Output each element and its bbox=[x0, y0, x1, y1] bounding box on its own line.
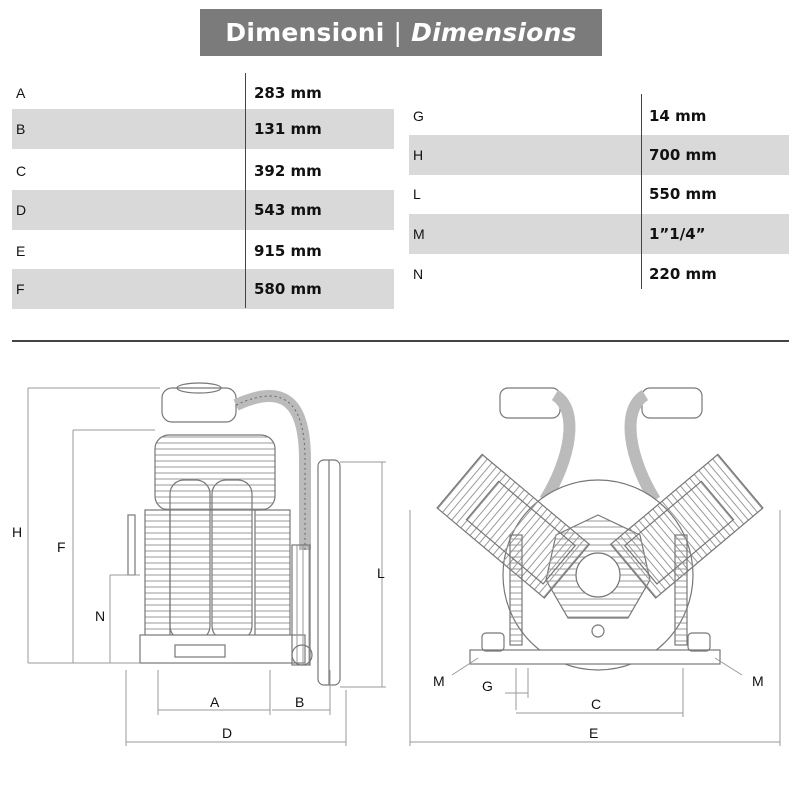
table-row: N 220 mm bbox=[409, 254, 789, 294]
dimension-key: F bbox=[16, 281, 25, 297]
page-title: Dimensioni | Dimensions bbox=[200, 9, 602, 56]
label-E: E bbox=[589, 725, 598, 741]
side-view-dimensions bbox=[27, 387, 386, 746]
label-M-left: M bbox=[433, 673, 445, 689]
title-separator: | bbox=[393, 18, 403, 47]
dimension-key: C bbox=[16, 163, 27, 179]
table-row: F 580 mm bbox=[12, 269, 394, 309]
dimension-value: 131 mm bbox=[254, 120, 322, 138]
table-row: A 283 mm bbox=[12, 73, 394, 113]
dimension-key: H bbox=[413, 147, 424, 163]
dimension-value: 1”1/4” bbox=[649, 225, 706, 243]
label-N: N bbox=[95, 608, 105, 624]
dimensions-table-left: A 283 mm B 131 mm C 392 mm D 543 mm E 91… bbox=[12, 73, 394, 309]
dimension-key: L bbox=[413, 186, 421, 202]
dimension-value: 14 mm bbox=[649, 107, 707, 125]
dimension-key: G bbox=[413, 108, 424, 124]
section-divider bbox=[12, 340, 789, 342]
label-G: G bbox=[482, 678, 493, 694]
table-row: G 14 mm bbox=[409, 96, 789, 136]
side-view bbox=[127, 382, 341, 686]
dimension-value: 915 mm bbox=[254, 242, 322, 260]
column-divider bbox=[245, 73, 246, 308]
dimension-value: 283 mm bbox=[254, 84, 322, 102]
label-D: D bbox=[222, 725, 232, 741]
table-row: D 543 mm bbox=[12, 190, 394, 230]
dimensions-table-right: G 14 mm H 700 mm L 550 mm M 1”1/4” N 220… bbox=[409, 94, 789, 289]
dimension-key: A bbox=[16, 85, 26, 101]
dimension-value: 220 mm bbox=[649, 265, 717, 283]
label-A: A bbox=[210, 694, 220, 710]
table-row: H 700 mm bbox=[409, 135, 789, 175]
table-row: C 392 mm bbox=[12, 151, 394, 191]
label-C: C bbox=[591, 696, 601, 712]
label-B: B bbox=[295, 694, 304, 710]
table-row: E 915 mm bbox=[12, 231, 394, 271]
title-italian: Dimensioni bbox=[225, 18, 385, 47]
dimension-key: N bbox=[413, 266, 424, 282]
dimension-key: D bbox=[16, 202, 27, 218]
label-H: H bbox=[12, 524, 22, 540]
label-L: L bbox=[377, 565, 385, 581]
table-row: B 131 mm bbox=[12, 109, 394, 149]
column-divider bbox=[641, 94, 642, 289]
label-M-right: M bbox=[752, 673, 764, 689]
table-row: L 550 mm bbox=[409, 174, 789, 214]
dimension-value: 543 mm bbox=[254, 201, 322, 219]
dimension-value: 580 mm bbox=[254, 280, 322, 298]
dimension-value: 700 mm bbox=[649, 146, 717, 164]
table-row: M 1”1/4” bbox=[409, 214, 789, 254]
compressor-drawing: H F N L A B D bbox=[12, 382, 781, 746]
label-F: F bbox=[57, 539, 66, 555]
dimension-key: E bbox=[16, 243, 26, 259]
front-view bbox=[436, 387, 764, 671]
dimension-key: M bbox=[413, 226, 425, 242]
title-english: Dimensions bbox=[411, 18, 577, 47]
dimension-value: 392 mm bbox=[254, 162, 322, 180]
dimension-value: 550 mm bbox=[649, 185, 717, 203]
dimension-key: B bbox=[16, 121, 26, 137]
front-view-dimensions bbox=[409, 510, 781, 746]
